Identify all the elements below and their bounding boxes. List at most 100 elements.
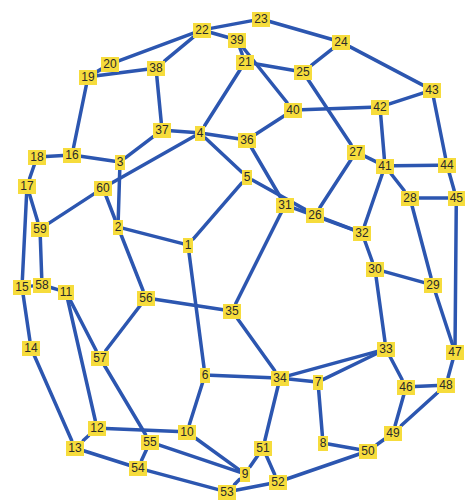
atom-label: 23: [252, 12, 269, 27]
vertex-number: 52: [271, 476, 284, 489]
vertex-number: 36: [240, 134, 253, 147]
bond-line: [193, 183, 241, 239]
bond-line: [449, 173, 454, 191]
vertex-number: 10: [180, 426, 193, 439]
bond-line: [294, 208, 354, 230]
bond-line: [155, 299, 224, 309]
bond-line: [30, 165, 35, 179]
atom-label: 17: [18, 179, 35, 194]
atom-label: 49: [384, 426, 401, 441]
vertex-number: 25: [296, 66, 309, 79]
vertex-number: 18: [30, 151, 43, 164]
bond-line: [205, 70, 240, 126]
atom-label: 43: [423, 83, 440, 98]
atom-label: 48: [437, 378, 454, 393]
atom-label: 7: [313, 375, 324, 390]
bond-line: [384, 271, 425, 282]
bond-line: [40, 237, 41, 278]
atom-label: 41: [376, 159, 393, 174]
bond-line: [236, 213, 282, 304]
atom-label: 4: [195, 126, 206, 141]
vertex-number: 1: [185, 239, 192, 252]
vertex-number: 21: [238, 56, 251, 69]
vertex-number: 7: [315, 376, 322, 389]
bond-line: [189, 383, 202, 425]
vertex-number: 46: [399, 381, 412, 394]
bond-line: [74, 85, 87, 148]
vertex-number: 28: [403, 192, 416, 205]
vertex-number: 55: [143, 436, 156, 449]
atom-label: 53: [218, 485, 235, 500]
atom-label: 45: [448, 191, 465, 206]
atom-label: 46: [397, 380, 414, 395]
atom-label: 3: [115, 155, 126, 170]
atom-label: 42: [371, 100, 388, 115]
vertex-number: 9: [242, 468, 249, 481]
atom-label: 28: [401, 191, 418, 206]
vertex-number: 6: [202, 369, 209, 382]
bond-line: [23, 295, 30, 341]
vertex-number: 3: [117, 156, 124, 169]
vertex-number: 47: [448, 346, 461, 359]
atom-label: 38: [147, 61, 164, 76]
bond-line: [119, 33, 194, 61]
atom-label: 13: [66, 441, 83, 456]
atom-label: 25: [294, 65, 311, 80]
bond-line: [395, 395, 404, 426]
bond-line: [240, 48, 243, 55]
bond-line: [365, 174, 383, 226]
vertex-number: 15: [15, 281, 28, 294]
vertex-number: 19: [81, 71, 94, 84]
bond-line: [112, 136, 195, 183]
atom-label: 33: [377, 342, 394, 357]
atom-label: 55: [141, 435, 158, 450]
bond-line: [165, 37, 194, 61]
vertex-number: 4: [197, 127, 204, 140]
vertex-number: 5: [244, 171, 251, 184]
bond-line: [236, 484, 270, 491]
vertex-number: 40: [286, 104, 299, 117]
vertex-number: 43: [425, 84, 438, 97]
vertex-number: 31: [278, 199, 291, 212]
bond-line: [34, 356, 71, 441]
bond-line: [29, 194, 37, 222]
bond-line: [196, 438, 240, 470]
vertex-number: 12: [90, 422, 103, 435]
bond-line: [51, 288, 58, 290]
vertex-number: 32: [355, 227, 368, 240]
bond-line: [265, 386, 278, 441]
atom-label: 34: [271, 371, 288, 386]
bond-line: [210, 375, 271, 377]
vertex-number: 48: [439, 379, 452, 392]
atom-label: 39: [228, 33, 245, 48]
bond-line: [250, 456, 258, 467]
bond-line: [266, 456, 274, 475]
atom-label: 11: [58, 285, 74, 300]
bond-line: [251, 148, 280, 198]
atom-label: 52: [269, 475, 286, 490]
bond-line: [448, 360, 453, 378]
bond-line: [205, 138, 241, 172]
vertex-number: 29: [426, 279, 439, 292]
bond-line: [391, 174, 404, 191]
bond-line: [104, 366, 145, 435]
bond-line: [320, 160, 351, 208]
atom-label: 59: [31, 222, 48, 237]
bond-line: [419, 196, 448, 200]
atom-label: 22: [193, 23, 210, 38]
atom-label: 56: [137, 291, 154, 306]
atom-label: 12: [88, 421, 105, 436]
bond-line: [319, 390, 323, 436]
bond-line: [106, 196, 115, 220]
atom-label: 27: [347, 145, 364, 160]
bond-line: [83, 436, 89, 441]
vertex-number: 2: [115, 221, 122, 234]
atom-label: 31: [276, 198, 293, 213]
vertex-number: 38: [149, 62, 162, 75]
bond-line: [434, 98, 446, 158]
bond-line: [455, 206, 456, 345]
bond-line: [256, 116, 285, 135]
vertex-number: 41: [378, 160, 391, 173]
vertex-number: 27: [349, 146, 362, 159]
vertex-number: 59: [33, 223, 46, 236]
